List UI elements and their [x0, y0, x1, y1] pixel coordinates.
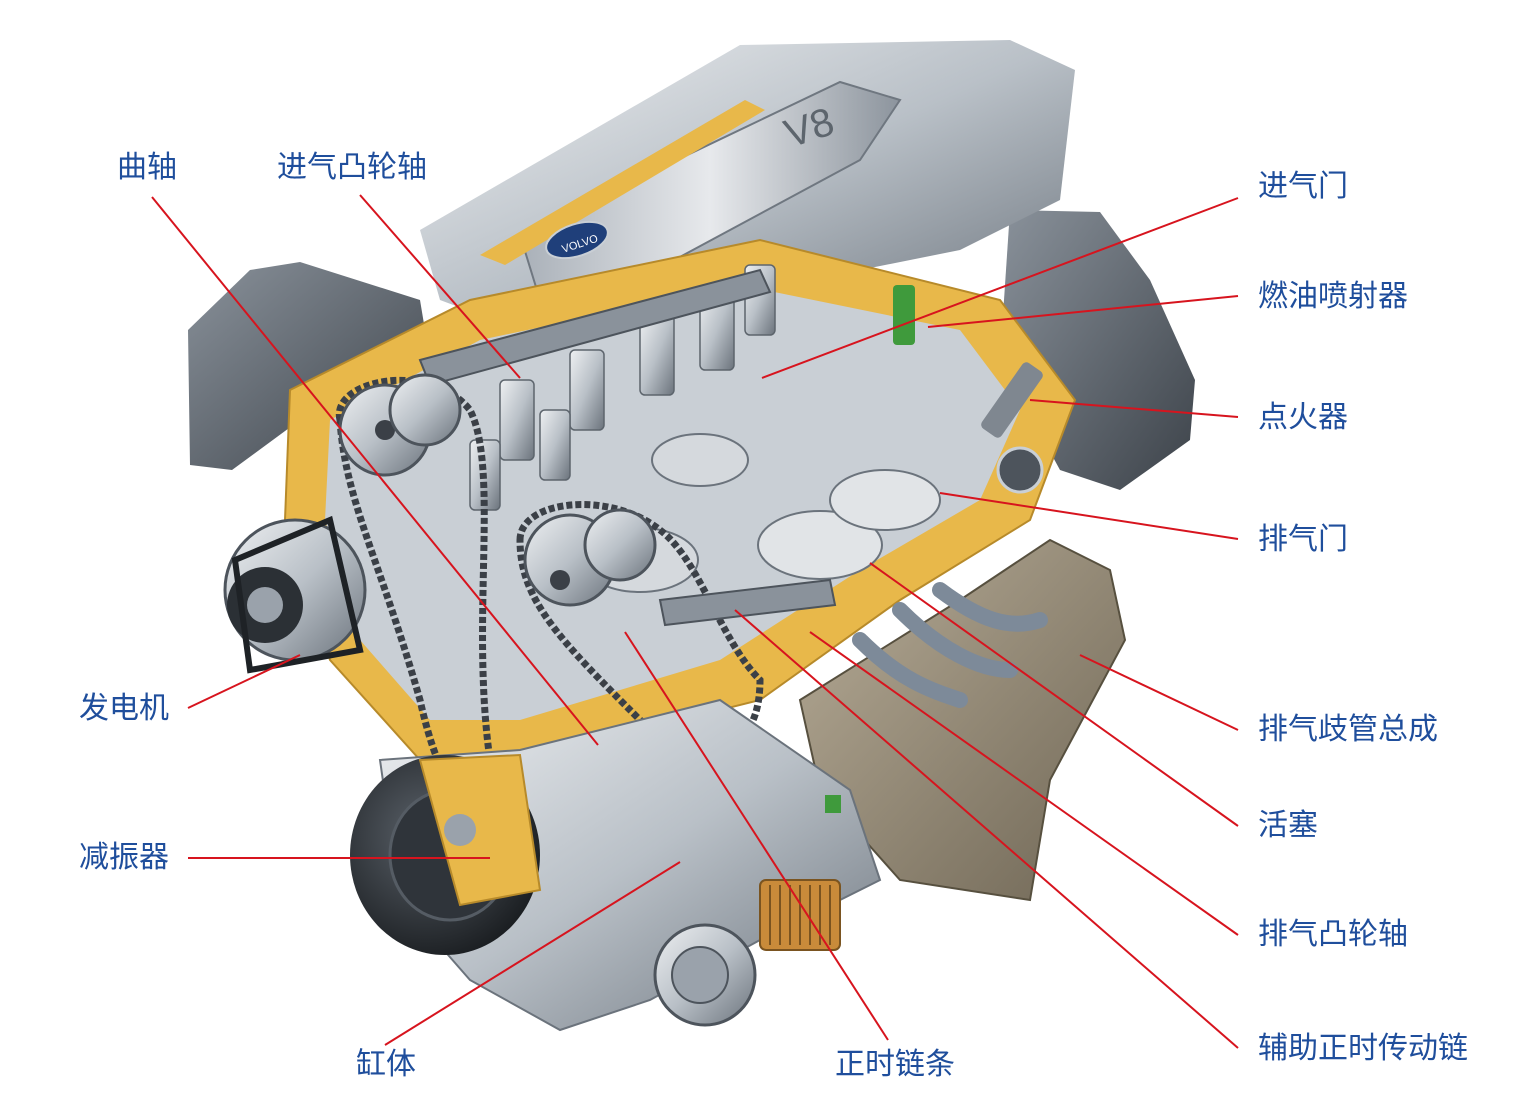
harmonic-damper: [350, 753, 542, 955]
leader-intake-valve: [761, 197, 1239, 379]
igniter-coil: [996, 446, 1044, 494]
cover-trim: [480, 100, 765, 265]
leader-exhaust-manifold: [1079, 654, 1239, 731]
exhaust-camshaft-bar: [658, 578, 837, 627]
leader-exhaust-valve: [939, 492, 1239, 540]
leader-alternator: [187, 654, 301, 709]
volvo-badge: [545, 220, 609, 260]
leader-piston: [869, 562, 1239, 827]
label-timing-chain: 正时链条: [835, 1047, 955, 1082]
label-intake-camshaft: 进气凸轮轴: [277, 150, 427, 185]
leader-cylinder-block: [384, 861, 681, 1046]
alternator: [223, 515, 367, 674]
label-crankshaft: 曲轴: [117, 150, 177, 185]
leader-fuel-injector: [927, 295, 1239, 328]
label-intake-valve: 进气门: [1258, 169, 1348, 204]
leader-lines: [151, 194, 1239, 1049]
oil-filter: [759, 879, 841, 951]
fuel-injector-body: [893, 285, 915, 345]
label-exhaust-valve: 排气门: [1258, 522, 1348, 557]
label-cylinder-block: 缸体: [356, 1047, 416, 1082]
leader-exhaust-camshaft: [809, 631, 1239, 936]
label-aux-timing-chain: 辅助正时传动链: [1258, 1031, 1468, 1066]
cam-sprockets: [338, 373, 657, 607]
label-exhaust-manifold: 排气歧管总成: [1258, 712, 1438, 747]
leader-igniter: [1029, 399, 1239, 418]
exhaust-pipes: [852, 582, 1048, 708]
leader-timing-chain: [624, 631, 889, 1041]
sensor: [825, 795, 841, 813]
leader-aux-timing-chain: [734, 609, 1239, 1049]
label-exhaust-camshaft: 排气凸轮轴: [1258, 917, 1408, 952]
label-piston: 活塞: [1258, 808, 1318, 843]
label-alternator: 发电机: [79, 691, 169, 726]
igniter-body: [981, 362, 1043, 438]
label-igniter: 点火器: [1258, 400, 1348, 435]
leader-crankshaft: [151, 196, 599, 746]
block-interior: [325, 285, 1020, 720]
label-damper: 减振器: [79, 840, 169, 875]
leader-intake-camshaft: [359, 194, 521, 379]
label-fuel-injector: 燃油喷射器: [1258, 279, 1408, 314]
